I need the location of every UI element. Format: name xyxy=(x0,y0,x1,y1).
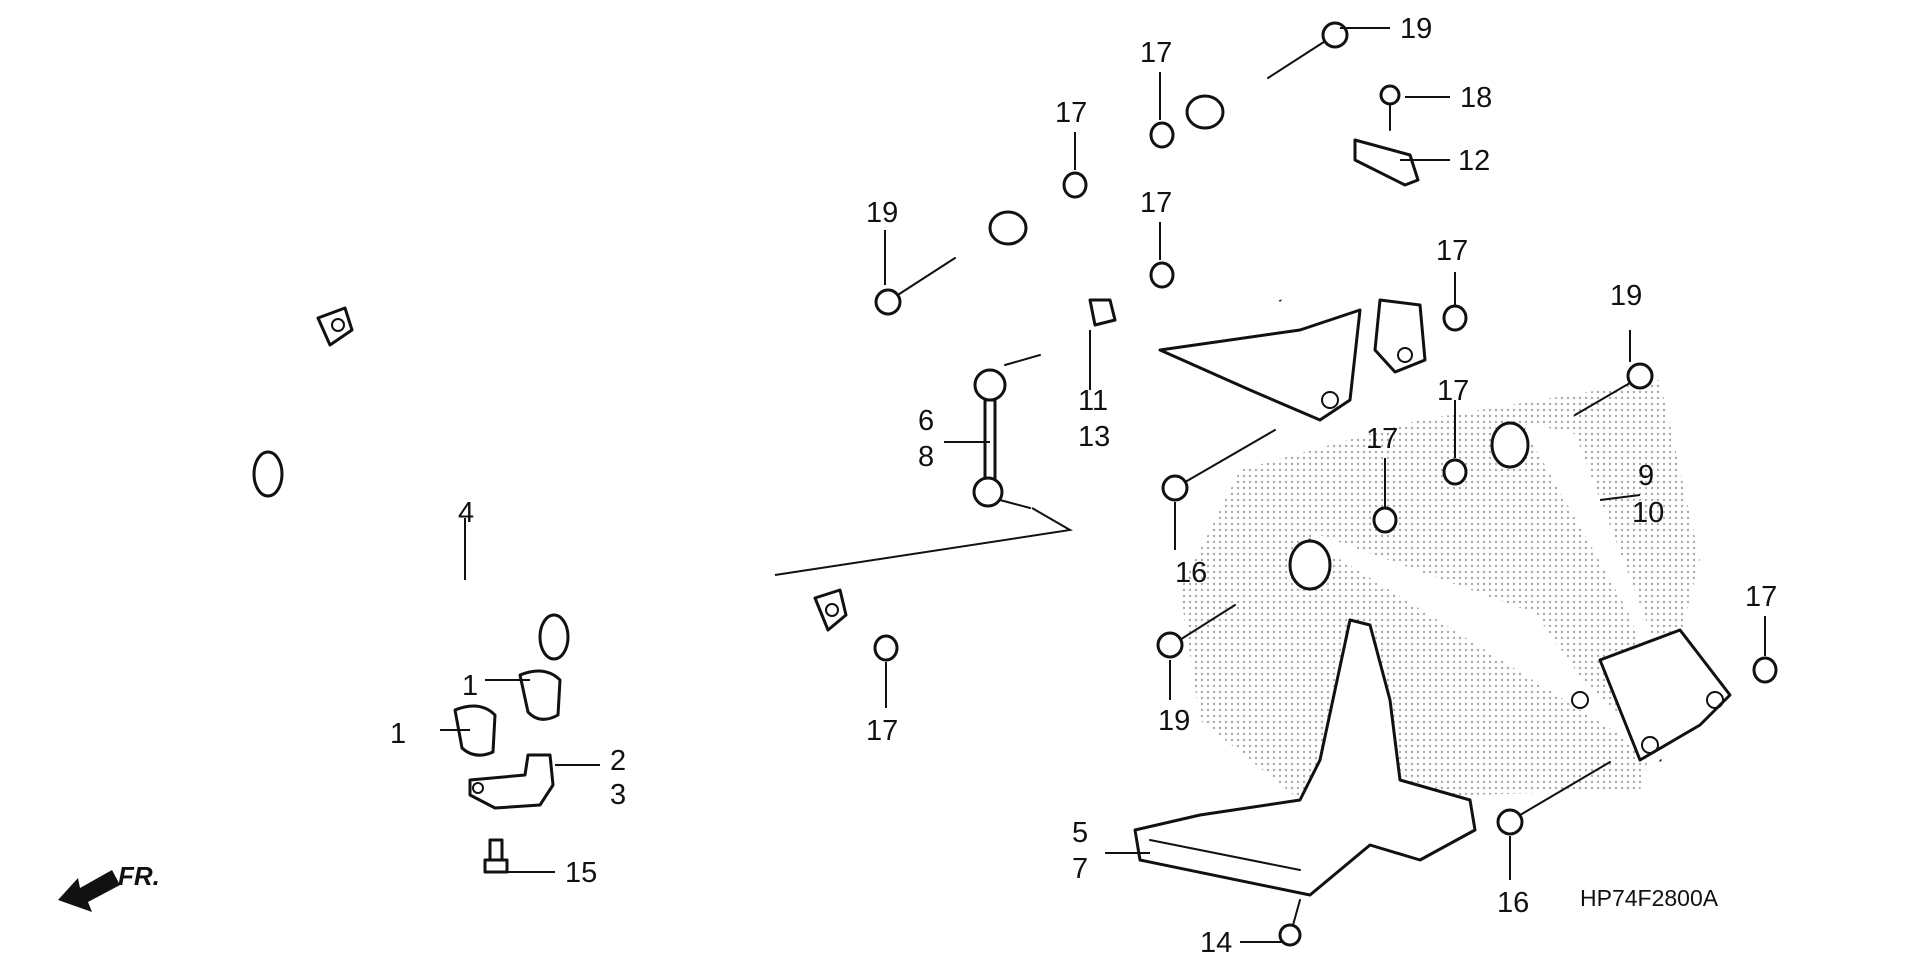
bolt-16-upper xyxy=(1161,429,1276,502)
callout-17f: 17 xyxy=(1366,423,1398,455)
callout-5: 5 xyxy=(1072,817,1088,849)
callout-12: 12 xyxy=(1458,145,1490,177)
bolt-19-lower xyxy=(1156,604,1236,659)
diagram-code: HP74F2800A xyxy=(1580,885,1719,911)
callout-17a: 17 xyxy=(1140,37,1172,69)
front-direction-arrow-icon xyxy=(58,870,120,912)
callout-19c: 19 xyxy=(1610,280,1642,312)
callout-17b: 17 xyxy=(1055,97,1087,129)
bolt-18 xyxy=(1379,84,1401,131)
stabilizer-link xyxy=(972,354,1041,509)
nut-17-f xyxy=(1372,506,1398,534)
stabilizer-holder xyxy=(468,753,555,810)
nut-17-b xyxy=(1062,171,1088,199)
callout-9: 9 xyxy=(1638,460,1654,492)
nut-17-e xyxy=(1442,458,1468,486)
bolt-19-right xyxy=(1574,362,1654,416)
bushing-lower xyxy=(453,704,497,757)
callout-2: 2 xyxy=(610,745,626,777)
callout-10: 10 xyxy=(1632,497,1664,529)
callout-14: 14 xyxy=(1200,927,1232,959)
bushing-upper xyxy=(518,669,562,721)
callout-8: 8 xyxy=(918,441,934,473)
bolt-16-lower xyxy=(1496,761,1611,836)
nut-17-d xyxy=(1442,304,1468,332)
callout-16a: 16 xyxy=(1175,557,1207,589)
fr-label: FR. xyxy=(118,861,160,891)
upper-arm xyxy=(988,87,1427,422)
callout-16b: 16 xyxy=(1497,887,1529,919)
callout-19b: 19 xyxy=(866,197,898,229)
callout-17c: 17 xyxy=(1140,187,1172,219)
callout-7: 7 xyxy=(1072,853,1088,885)
callout-17d: 17 xyxy=(1436,235,1468,267)
callout-15: 15 xyxy=(565,857,597,889)
leader-lines xyxy=(440,27,1766,943)
callout-3: 3 xyxy=(610,779,626,811)
bolt-14 xyxy=(1278,899,1302,947)
callout-17h: 17 xyxy=(1745,581,1777,613)
callout-18: 18 xyxy=(1460,82,1492,114)
callout-1a: 1 xyxy=(462,670,478,702)
nut-17-a xyxy=(1149,121,1175,149)
bracket-12 xyxy=(1353,138,1420,187)
callout-19d: 19 xyxy=(1158,705,1190,737)
callout-11: 11 xyxy=(1078,385,1108,417)
bolt-19-top xyxy=(1267,21,1349,79)
nut-17-g xyxy=(873,634,899,662)
skid-plate xyxy=(1133,618,1477,897)
callout-13: 13 xyxy=(1078,421,1110,453)
stabilizer-bar xyxy=(165,306,848,674)
callout-17e: 17 xyxy=(1437,375,1469,407)
bolt-19-left xyxy=(874,257,956,316)
nut-17-h xyxy=(1752,656,1778,684)
callout-1b: 1 xyxy=(390,718,406,750)
bolt-15 xyxy=(483,838,509,874)
callout-4: 4 xyxy=(458,497,474,529)
callout-6: 6 xyxy=(918,405,934,437)
callout-19a: 19 xyxy=(1400,13,1432,45)
callout-17g: 17 xyxy=(866,715,898,747)
nut-17-c xyxy=(1149,261,1175,289)
lower-arm xyxy=(1288,421,1732,767)
